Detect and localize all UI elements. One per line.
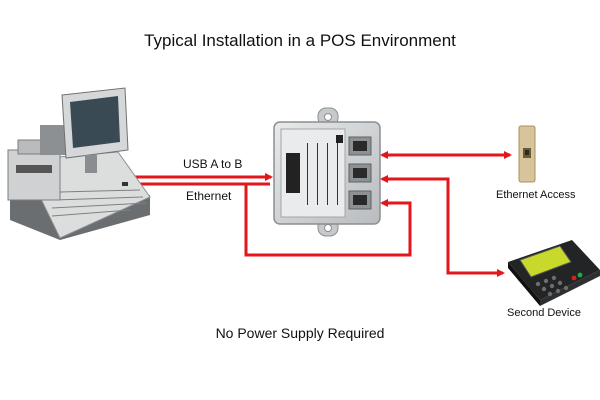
pos-terminal-icon xyxy=(7,87,151,240)
power-note: No Power Supply Required xyxy=(215,325,385,341)
second-device-line xyxy=(380,175,505,277)
card-terminal-icon xyxy=(508,240,600,306)
usb-cable-label: USB A to B xyxy=(183,157,243,171)
wall-jack-icon xyxy=(518,125,536,183)
ethernet-switch-icon xyxy=(273,107,381,237)
ethernet-cable-label: Ethernet xyxy=(186,189,232,203)
diagram-title: Typical Installation in a POS Environmen… xyxy=(144,31,456,50)
ethernet-access-label: Ethernet Access xyxy=(496,189,576,201)
second-device-label: Second Device xyxy=(507,307,581,319)
connection-lines xyxy=(128,151,512,277)
